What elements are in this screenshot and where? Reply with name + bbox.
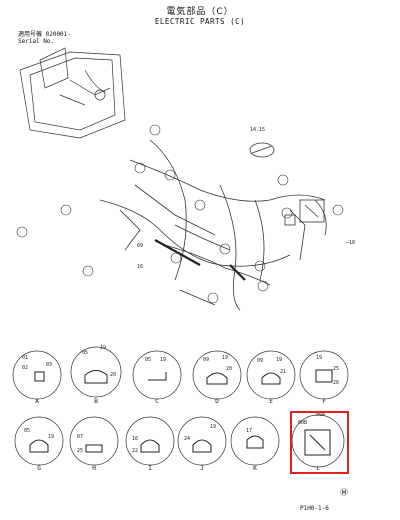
part-num: 07 [77, 434, 84, 440]
excavator-thumbnail [19, 47, 126, 139]
part-num: 21 [280, 369, 287, 375]
clip-label-e: E [269, 398, 273, 405]
part-num: 05 [145, 357, 152, 363]
clip-label-f: F [322, 398, 326, 405]
part-num: 01 [22, 355, 29, 361]
clip-label-l: L [316, 465, 320, 472]
callout-09: 09 [137, 243, 144, 249]
callout-16: 16 [137, 264, 144, 270]
part-num: 16 [132, 436, 139, 442]
callout-circles [16, 124, 344, 304]
mark-symbol: Ⓜ [340, 488, 348, 497]
clip-label-b: B [94, 398, 98, 405]
part-num: 19 [210, 424, 217, 430]
part-num: 00A [316, 412, 326, 418]
part-num: 19 [316, 355, 323, 361]
serial-label-jp: 適用号機 020001- [18, 31, 71, 38]
part-num: 19 [222, 355, 229, 361]
part-num: 03 [46, 362, 53, 368]
serial-label: 適用号機 020001- Serial No. [18, 31, 71, 45]
highlight-box-l [290, 411, 349, 474]
serial-label-en: Serial No. [18, 38, 55, 45]
part-num: 20 [226, 366, 233, 372]
page-title-japanese: 電気部品（C） [166, 7, 234, 17]
connector-group-right [284, 199, 325, 226]
part-num: 19 [48, 434, 55, 440]
part-num: 00B [298, 420, 308, 426]
part-num: 19 [276, 357, 283, 363]
callout-18-right: —18 [346, 240, 356, 246]
part-num: 02 [22, 365, 29, 371]
clip-label-i: I [148, 465, 152, 472]
harness-thick [154, 239, 246, 281]
part-num: 20 [110, 372, 117, 378]
clip-circles-row2 [14, 414, 345, 468]
clip-circles-row1 [12, 346, 349, 400]
part-num: 19 [100, 345, 107, 351]
clip-label-c: C [155, 398, 159, 405]
part-num: 25 [77, 448, 84, 454]
clamp-14-15-icon [249, 142, 275, 158]
callout-14-15: 14.15 [250, 127, 266, 133]
part-num: 24 [184, 436, 191, 442]
clip-label-a: A [35, 398, 39, 405]
clip-shapes-row1 [34, 369, 333, 385]
part-num: 05 [82, 350, 89, 356]
part-num: 26 [333, 380, 340, 386]
clip-label-h: H [92, 465, 96, 472]
part-num: 22 [132, 448, 139, 454]
clip-label-j: J [200, 465, 204, 472]
part-num: 05 [24, 428, 31, 434]
clip-label-g: G [37, 465, 41, 472]
part-num: 25 [333, 366, 340, 372]
clip-label-d: D [215, 398, 219, 405]
clip-label-k: K [253, 465, 257, 472]
part-num: 09 [203, 357, 210, 363]
page-reference: P1H0-1-6 [300, 505, 329, 512]
part-num: 09 [257, 358, 264, 364]
page-title-english: ELECTRIC PARTS (C) [154, 17, 246, 26]
part-num: 19 [160, 357, 167, 363]
clip-shapes-row2 [29, 429, 331, 456]
harness-lines [99, 139, 327, 311]
part-num: 17 [246, 428, 253, 434]
